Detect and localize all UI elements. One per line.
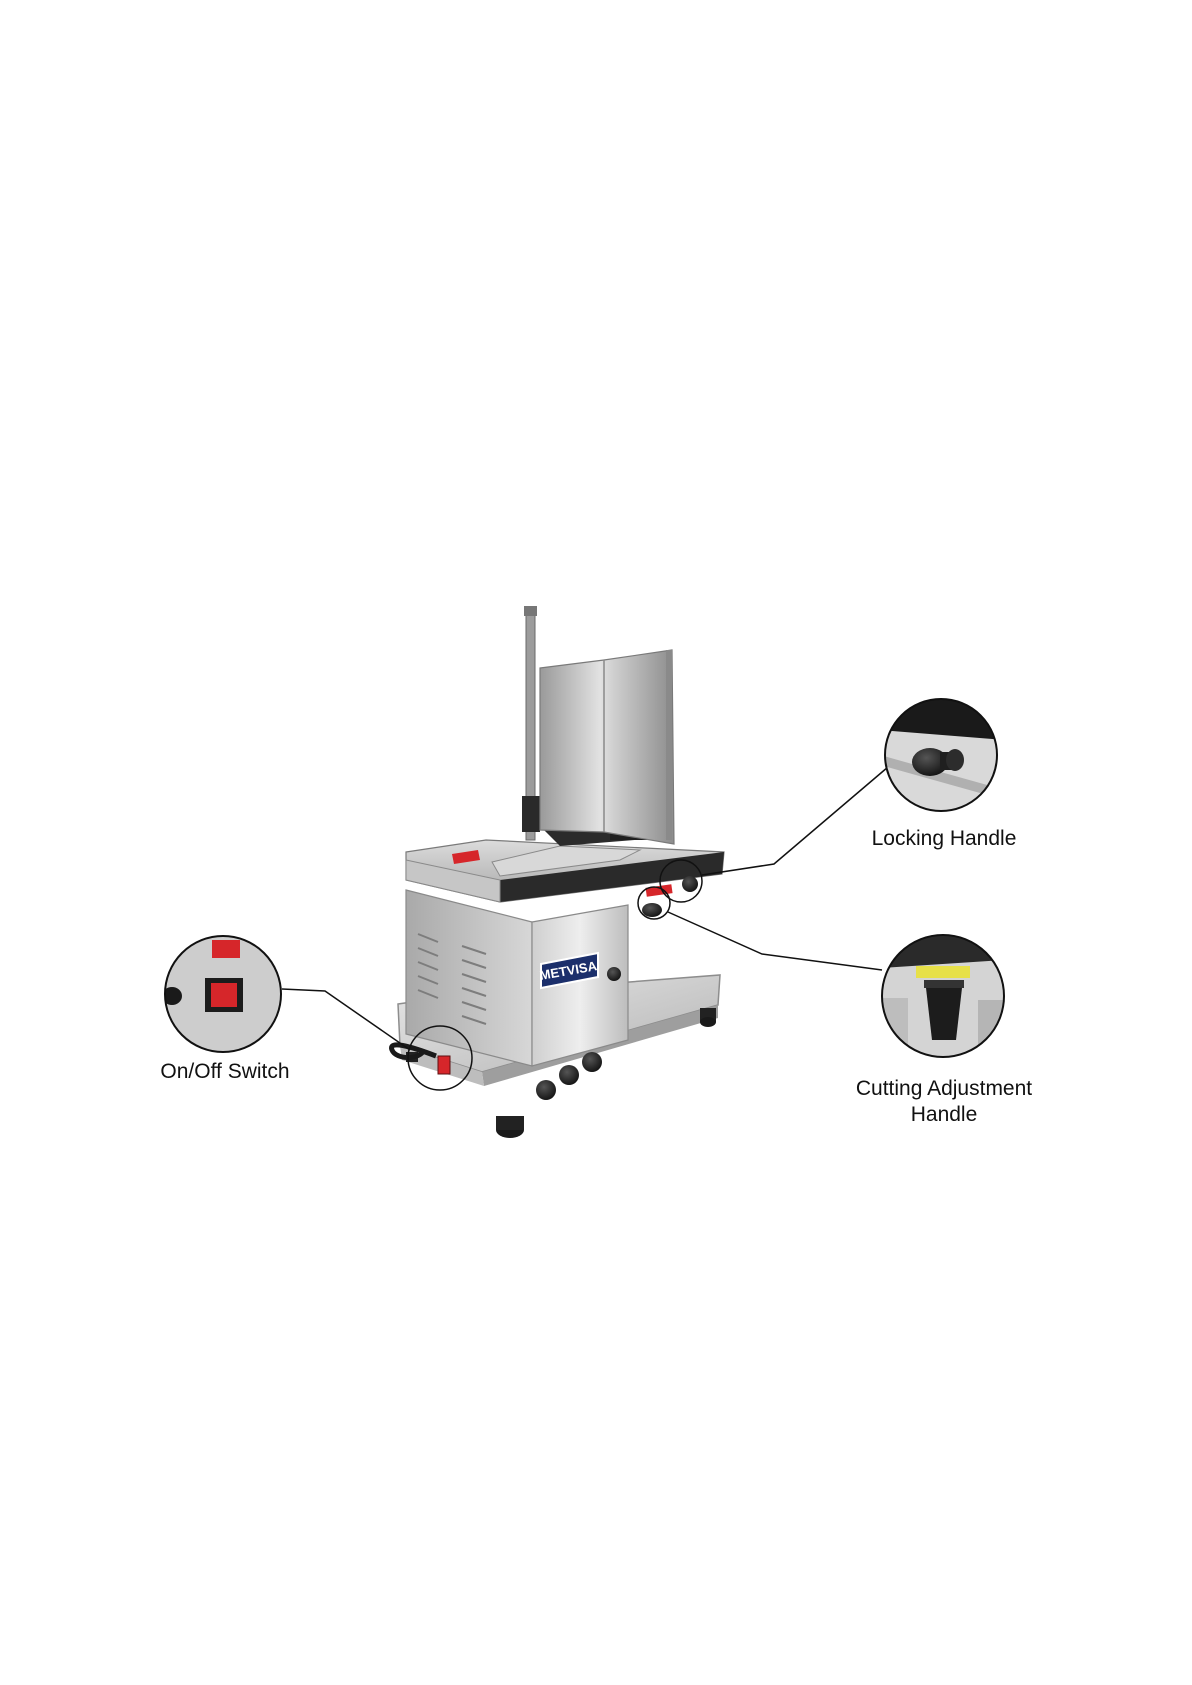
leader-line-cutting	[668, 912, 882, 970]
leader-line-locking	[702, 767, 888, 875]
machine-switch	[438, 1056, 450, 1074]
label-onoff-switch: On/Off Switch	[150, 1059, 300, 1085]
front-knob-3	[582, 1052, 602, 1072]
product-guard	[540, 650, 674, 844]
body-side-knob	[607, 967, 621, 981]
cutting-adjustment-knob	[642, 903, 662, 917]
locking-handle-knob	[682, 876, 698, 892]
meat-slicer-machine: METVISA	[392, 606, 724, 1138]
detail-locking-handle	[880, 695, 1005, 820]
front-knob-2	[559, 1065, 579, 1085]
front-knob-1	[536, 1080, 556, 1100]
label-locking-handle: Locking Handle	[864, 826, 1024, 852]
label-cutting-adjustment-handle: Cutting Adjustment Handle	[846, 1076, 1042, 1129]
leader-line-onoff	[282, 989, 410, 1050]
detail-onoff-switch	[160, 935, 282, 1053]
detail-cutting-adjustment-handle	[882, 935, 1004, 1057]
